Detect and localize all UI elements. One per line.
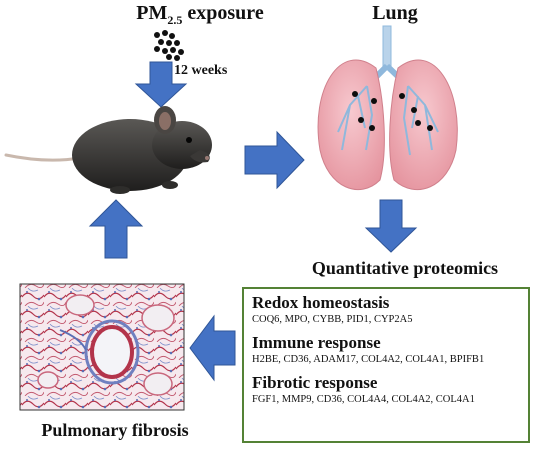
immune-section: Immune response H2BE, CD36, ADAM17, COL4… [252, 332, 520, 367]
section-heading: Fibrotic response [252, 373, 378, 392]
mouse-icon [4, 106, 212, 194]
arrow-to-mouse-up [88, 199, 144, 259]
duration-label: 12 weeks [174, 63, 228, 78]
pm-exposure-title: PM2.5 exposure [136, 2, 264, 27]
arrow-to-fibrosis-left [189, 314, 236, 382]
fibrosis-title: Pulmonary fibrosis [41, 420, 189, 440]
proteomics-title: Quantitative proteomics [311, 258, 499, 278]
arrow-to-proteomics-down [364, 199, 418, 253]
section-heading: Immune response [252, 333, 381, 352]
fibrotic-section: Fibrotic response FGF1, MMP9, CD36, COL4… [252, 372, 520, 407]
arrow-exposure-down [134, 61, 188, 108]
arrow-to-lung-right [244, 130, 305, 190]
lung-icon [317, 25, 458, 190]
protein-list: H2BE, CD36, ADAM17, COL4A2, COL4A1, BPIF… [252, 354, 485, 365]
pm-particles-icon [154, 30, 184, 61]
histology-image [19, 283, 185, 411]
redox-section: Redox homeostasis COQ6, MPO, CYBB, PID1,… [252, 292, 520, 327]
lung-particles-icon [352, 91, 433, 131]
section-heading: Redox homeostasis [252, 293, 390, 312]
protein-list: COQ6, MPO, CYBB, PID1, CYP2A5 [252, 314, 413, 325]
protein-list: FGF1, MMP9, CD36, COL4A4, COL4A2, COL4A1 [252, 394, 475, 405]
results-box: Redox homeostasis COQ6, MPO, CYBB, PID1,… [242, 287, 530, 443]
lung-title: Lung [372, 2, 418, 24]
